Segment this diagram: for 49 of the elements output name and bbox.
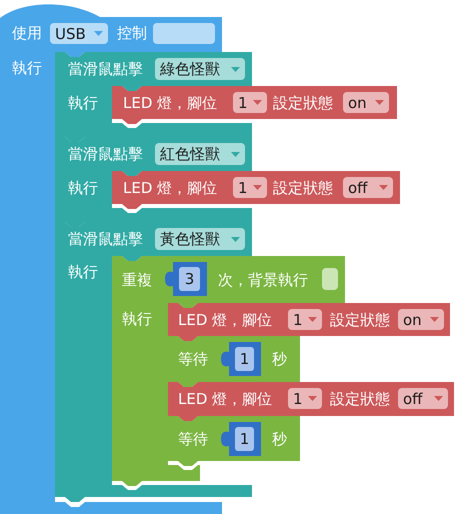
dropdown-field: on — [398, 309, 444, 330]
block-label: 等待 — [178, 350, 208, 368]
block-label: 執行 — [122, 310, 152, 328]
dropdown-field: off — [398, 388, 448, 409]
dropdown-field: 黃色怪獸 — [155, 228, 245, 250]
dropdown-field: 1 — [288, 309, 322, 330]
block-label: LED 燈，腳位 — [123, 94, 218, 112]
led-block — [168, 303, 450, 341]
number-input: 1 — [235, 347, 254, 371]
block-label: 設定狀態 — [330, 390, 390, 408]
block-label: LED 燈，腳位 — [123, 178, 218, 196]
led-block — [168, 382, 454, 421]
number-input: 1 — [235, 427, 254, 451]
number-block — [221, 342, 261, 376]
number-block — [165, 262, 207, 296]
block-label: 執行 — [12, 59, 42, 77]
block-label: 設定狀態 — [330, 310, 390, 328]
block-label: 執行 — [68, 263, 98, 281]
dropdown-field: 紅色怪獸 — [155, 143, 245, 165]
number-block — [221, 422, 261, 456]
led-block — [112, 171, 400, 209]
block-label: 設定狀態 — [273, 178, 333, 196]
dropdown-field: USB — [50, 23, 108, 44]
block-label: LED 燈，腳位 — [178, 390, 272, 408]
block-label: 當滑鼠點擊 — [68, 60, 143, 78]
block-label: 使用 — [12, 24, 42, 42]
dropdown-field: 綠色怪獸 — [155, 58, 245, 80]
block-label: LED 燈，腳位 — [178, 310, 272, 328]
number-input: 3 — [179, 267, 200, 291]
input-field — [153, 23, 215, 44]
block-label: 當滑鼠點擊 — [68, 230, 143, 248]
dropdown-field: 1 — [233, 92, 267, 113]
block-label: 次，背景執行 — [218, 271, 308, 289]
wait-block — [168, 416, 300, 466]
block-label: 當滑鼠點擊 — [68, 145, 143, 163]
dropdown-field: off — [343, 177, 393, 198]
dropdown-field: 1 — [288, 388, 322, 409]
checkbox — [322, 268, 338, 290]
dropdown-field: on — [343, 92, 389, 113]
block-label: 秒 — [272, 350, 287, 368]
block-label: 控制 — [117, 24, 147, 42]
block-label: 設定狀態 — [273, 94, 333, 112]
block-label: 執行 — [68, 178, 98, 196]
block-label: 執行 — [68, 94, 98, 112]
block-label: 等待 — [178, 430, 208, 448]
block-label: 重複 — [122, 271, 152, 289]
dropdown-field: 1 — [233, 177, 267, 198]
led-block — [112, 86, 397, 124]
block-label: 秒 — [272, 430, 287, 448]
